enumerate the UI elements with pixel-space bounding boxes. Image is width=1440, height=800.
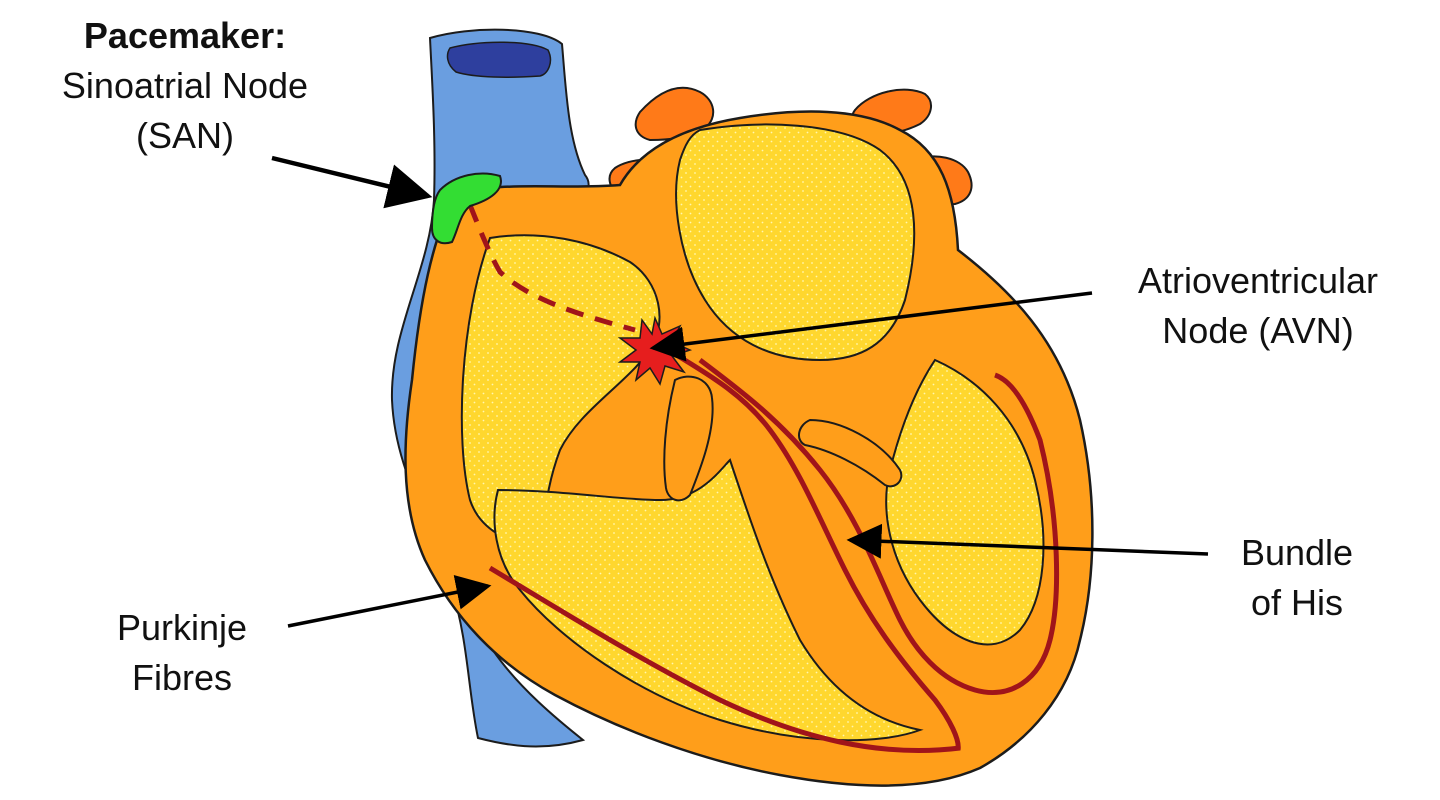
purkinje-fibre	[488, 565, 961, 754]
label-bundle-of-his: Bundle of His	[1241, 532, 1353, 623]
san-line1: Sinoatrial Node	[62, 65, 308, 106]
label-purkinje: Purkinje Fibres	[117, 607, 247, 698]
avn-line2: Node (AVN)	[1162, 310, 1353, 351]
septum-band	[663, 375, 714, 502]
vena-cava-opening-shape	[446, 41, 552, 78]
san-heading: Pacemaker:	[84, 15, 286, 56]
sa-node	[430, 172, 502, 245]
purkinje-arrow	[287, 575, 492, 628]
san-line2: (SAN)	[136, 115, 234, 156]
label-arrows	[271, 155, 1209, 628]
bundle-branch-fibre	[698, 358, 1060, 696]
bundle-line2: of His	[1251, 582, 1343, 623]
right-atrium	[460, 234, 661, 547]
bundle-arrow	[846, 523, 1209, 559]
label-san: Pacemaker: Sinoatrial Node (SAN)	[62, 15, 308, 156]
purkinje-line2: Fibres	[132, 657, 232, 698]
avn-line1: Atrioventricular	[1138, 260, 1378, 301]
papillary-band	[798, 418, 903, 488]
purkinje-line1: Purkinje	[117, 607, 247, 648]
san-arrow	[271, 155, 433, 209]
avn-arrow	[649, 291, 1093, 362]
label-avn: Atrioventricular Node (AVN)	[1138, 260, 1378, 351]
left-atrium	[675, 123, 916, 362]
conduction-fibres	[488, 342, 1060, 754]
bundle-line1: Bundle	[1241, 532, 1353, 573]
bundle-of-his-fibre	[658, 342, 961, 751]
heart-chambers	[460, 123, 1045, 742]
